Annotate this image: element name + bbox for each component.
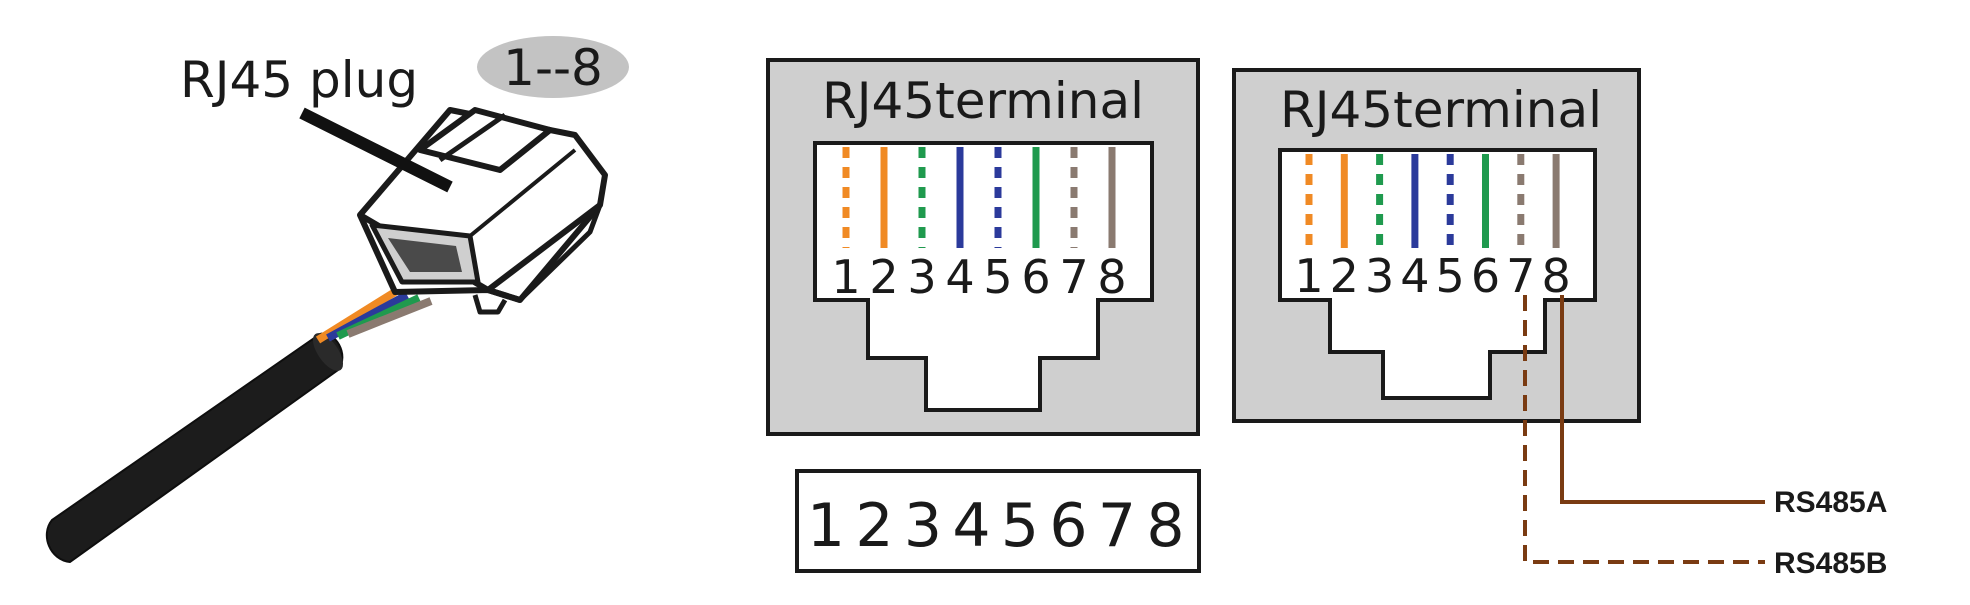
pin-strip-number-1: 1 bbox=[807, 491, 845, 561]
plug-pointer-line bbox=[299, 107, 453, 193]
terminal-1-pin-5: 5 bbox=[983, 250, 1012, 304]
rs485a-label: RS485A bbox=[1774, 486, 1887, 519]
terminal-2-wires bbox=[1305, 154, 1560, 248]
pin-strip-number-5: 5 bbox=[1001, 491, 1039, 561]
terminal-1-wires bbox=[842, 147, 1116, 248]
terminal-2-pin-2: 2 bbox=[1330, 249, 1359, 303]
rs485-connections: RS485A RS485B bbox=[1523, 295, 1887, 580]
pin-strip-box bbox=[795, 469, 1201, 573]
terminal-2-pin-7: 7 bbox=[1506, 249, 1535, 303]
terminal-2-pin-5: 5 bbox=[1436, 249, 1465, 303]
exposed-wire-4 bbox=[346, 297, 433, 338]
range-badge: 1--8 bbox=[503, 39, 603, 97]
terminal-1-pin-7: 7 bbox=[1059, 250, 1088, 304]
cable-body bbox=[45, 332, 344, 564]
pin-strip-number-4: 4 bbox=[952, 491, 990, 561]
terminal-1-pin-3: 3 bbox=[907, 250, 936, 304]
terminal-2-pin-3: 3 bbox=[1365, 249, 1394, 303]
terminal-2-pin-6: 6 bbox=[1471, 249, 1500, 303]
terminal-1-pin-4: 4 bbox=[945, 250, 974, 304]
terminal-1-pin-8: 8 bbox=[1097, 250, 1126, 304]
terminal-1-title: RJ45terminal bbox=[822, 72, 1144, 130]
terminal-2-pin-4: 4 bbox=[1400, 249, 1429, 303]
pin-strip-number-2: 2 bbox=[855, 491, 893, 561]
plug-body bbox=[357, 107, 608, 315]
rj45-plug-illustration: RJ45 plug 1--8 bbox=[45, 36, 629, 564]
terminal-2-pin-1: 1 bbox=[1294, 249, 1323, 303]
pin-strip-number-7: 7 bbox=[1098, 491, 1136, 561]
terminal-1-pin-2: 2 bbox=[869, 250, 898, 304]
exposed-wires bbox=[315, 288, 433, 344]
terminal-1-pin-1: 1 bbox=[831, 250, 860, 304]
pin-strip-number-8: 8 bbox=[1146, 491, 1184, 561]
range-badge-bg bbox=[477, 36, 629, 98]
terminal-2-socket bbox=[1278, 148, 1597, 400]
rs485a-line bbox=[1560, 295, 1765, 504]
terminal-2-title: RJ45terminal bbox=[1280, 81, 1602, 139]
rs485b-label: RS485B bbox=[1774, 547, 1887, 580]
pin-strip-number-3: 3 bbox=[904, 491, 942, 561]
rs485b-line bbox=[1523, 295, 1765, 564]
terminal-1-socket bbox=[813, 141, 1154, 412]
terminal-1-pin-6: 6 bbox=[1021, 250, 1050, 304]
pin-strip-number-6: 6 bbox=[1049, 491, 1087, 561]
plug-label: RJ45 plug bbox=[180, 51, 418, 109]
terminal-2-pin-8: 8 bbox=[1541, 249, 1570, 303]
